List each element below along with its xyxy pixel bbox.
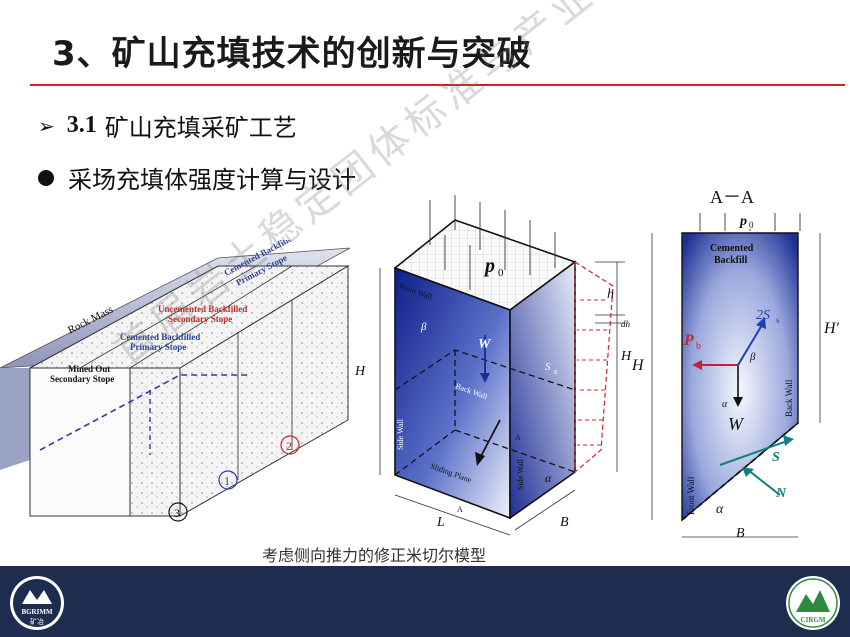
rock-mass-side: [0, 368, 30, 470]
pb-sub: b: [696, 341, 701, 352]
width-label: B: [560, 515, 569, 530]
alpha-label: α: [545, 471, 552, 485]
back-wall-label: Back Wall: [784, 379, 794, 417]
section-a-label-2: A: [515, 433, 521, 442]
height-right-label: H: [620, 349, 632, 364]
stope3-label-b: Primary Stope: [130, 342, 186, 352]
footer-bar: [0, 566, 850, 637]
two-ss-sub: s: [776, 315, 780, 325]
sequence-circle-1: [218, 470, 238, 490]
height-label: H: [631, 357, 645, 374]
alpha-inner-label: α: [722, 399, 728, 410]
length-label: L: [436, 515, 445, 530]
shear-force-sub: s: [554, 367, 557, 376]
stope-primary-face: [129, 367, 181, 517]
p0-label: p: [739, 214, 747, 229]
sequence-circle-2: [280, 435, 300, 455]
beta-label: β: [749, 351, 756, 363]
width-label: B: [736, 526, 745, 541]
stope2-label-a: Uncemented Backfilled: [158, 304, 247, 314]
stope-mined-out-face: [29, 367, 131, 517]
s-force-label: S: [772, 450, 780, 465]
section-number: 3.1: [66, 112, 97, 138]
bullet-strength-design: 采场充填体强度计算与设计: [38, 160, 356, 195]
sequence-number-3: 3: [174, 506, 180, 520]
height-left-label: H: [355, 364, 366, 379]
cemented-label: Cemented: [710, 243, 754, 254]
bgrimm-logo-text: BGRIMM: [21, 608, 53, 616]
h-label: h: [607, 287, 614, 302]
bgrimm-logo-cn: 矿冶: [30, 617, 44, 626]
bullet-section-3-1: ➢ 3.1 矿山充填采矿工艺: [38, 108, 297, 143]
side-wall-left-label: Side Wall: [396, 418, 405, 450]
p0-sub: 0: [749, 220, 754, 230]
p0-label: p: [483, 255, 495, 277]
weight-label: W: [728, 414, 745, 434]
n-force-label: N: [775, 486, 787, 501]
beta-label: β: [420, 321, 427, 333]
cirgm-logo-text: CIRGM: [801, 616, 826, 624]
dh-label: dh: [621, 319, 631, 329]
alpha-base-label: α: [716, 502, 724, 517]
p0-sub: 0: [498, 267, 504, 279]
sequence-number-1: 1: [224, 474, 230, 488]
stope4-label-a: Mined Out: [68, 364, 110, 374]
backfill-label: Backfill: [714, 255, 748, 266]
cirgm-logo: CIRGM: [786, 576, 840, 630]
front-wall-label: Front Wall: [686, 476, 696, 515]
weight-label: W: [478, 337, 492, 352]
dot-bullet-icon: [38, 169, 54, 186]
arrow-bullet-icon: ➢: [38, 113, 55, 138]
two-ss-label: 2S: [756, 308, 770, 323]
bullet-text: 采场充填体强度计算与设计: [68, 166, 356, 194]
title-underline: [30, 84, 845, 86]
shear-force-label: S: [545, 361, 551, 373]
stope-sequence-diagram: Rock Mass Cemented Backfilled Primary St…: [0, 240, 351, 522]
section-title: 矿山充填采矿工艺: [104, 114, 297, 142]
stope2-label-b: Secondary Stope: [168, 314, 232, 324]
figure-caption: 考虑侧向推力的修正米切尔模型: [262, 546, 487, 565]
section-title: A－A: [710, 187, 754, 207]
sequence-number-2: 2: [286, 439, 292, 453]
stope4-label-b: Secondary Stope: [50, 374, 114, 384]
pb-label: P: [683, 332, 694, 349]
stope3-label-a: Cemented Backfilled: [120, 332, 200, 342]
modified-mitchell-block-diagram: p 0 Front Wall Back Wall Side Wall Side …: [355, 195, 632, 536]
height-prime-label: H′: [823, 320, 840, 337]
page-title: 3、矿山充填技术的创新与突破: [52, 34, 532, 74]
sequence-circle-3: [168, 502, 188, 522]
section-aa-diagram: A－A p 0 Cemented Backfill H H′ 2S s P b …: [631, 187, 840, 541]
bgrimm-logo: BGRIMM 矿冶: [10, 576, 64, 630]
section-a-label-1: A: [457, 505, 463, 514]
side-wall-right-label: Side Wall: [516, 458, 525, 490]
